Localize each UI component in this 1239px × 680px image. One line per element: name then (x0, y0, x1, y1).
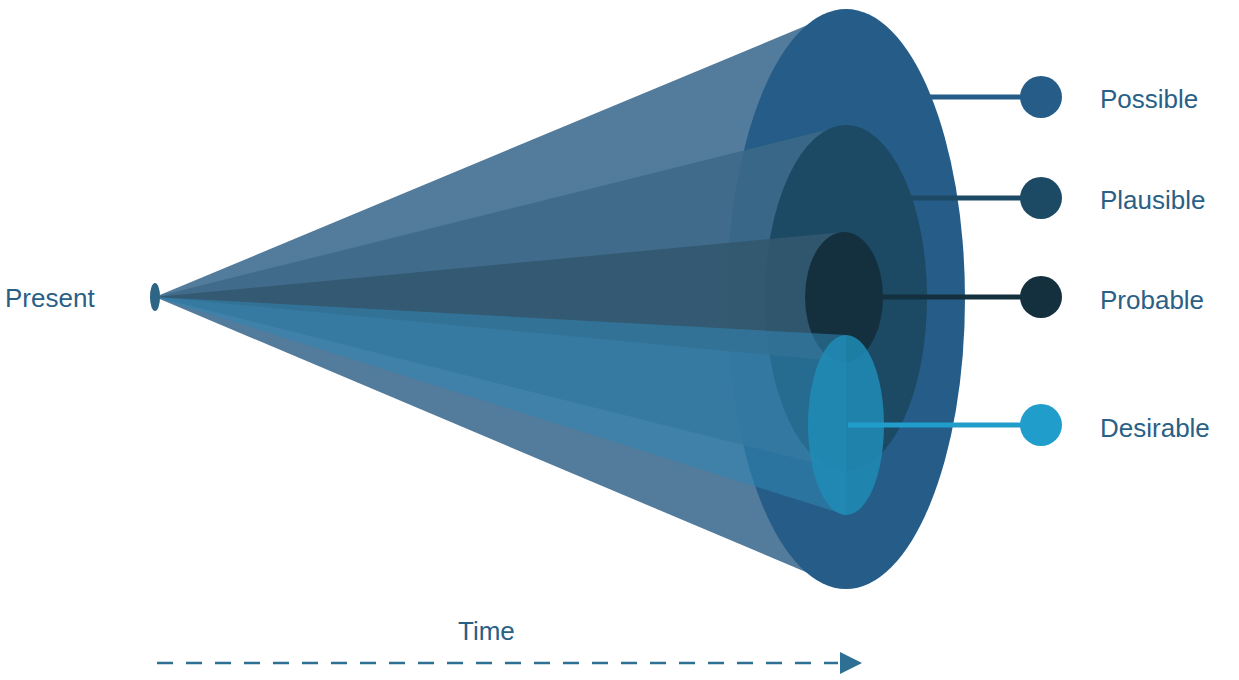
possible-label: Possible (1100, 85, 1198, 114)
plausible-label: Plausible (1100, 186, 1206, 215)
leader-dot (1020, 76, 1062, 118)
probable-label: Probable (1100, 286, 1204, 315)
time-axis (157, 662, 838, 665)
present-label: Present (5, 284, 95, 313)
leader-dot (1020, 276, 1062, 318)
arrow-head (840, 652, 862, 674)
desirable-cone (155, 297, 846, 515)
leader-dot (1020, 404, 1062, 446)
leader-dot (1020, 177, 1062, 219)
leader-line (848, 423, 1040, 428)
present-point (150, 283, 160, 311)
possible-cone (155, 9, 846, 589)
leader-line (880, 295, 1040, 300)
desirable-label: Desirable (1100, 414, 1210, 443)
time-label: Time (458, 617, 515, 646)
